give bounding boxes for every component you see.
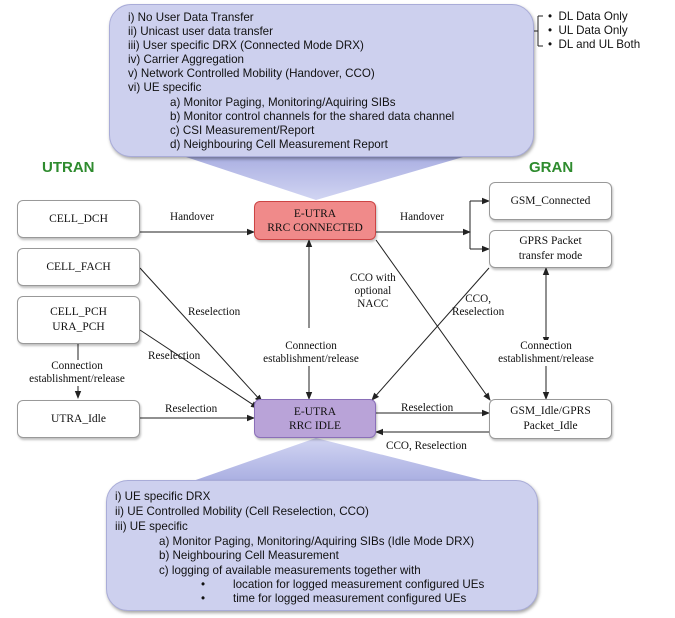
feature-line: vi) UE specific bbox=[128, 81, 202, 94]
feature-line: ii) UE Controlled Mobility (Cell Reselec… bbox=[115, 505, 369, 518]
unicast-option: • DL and UL Both bbox=[548, 38, 641, 51]
label-line: NACC bbox=[357, 298, 389, 310]
label-line: CCO, bbox=[465, 293, 491, 305]
state-label: Packet_Idle bbox=[523, 420, 578, 432]
feature-line: iv) Carrier Aggregation bbox=[128, 53, 244, 66]
label-line: Reselection bbox=[452, 306, 505, 318]
label-reselection-utra-idle: Reselection bbox=[165, 403, 218, 415]
idle-features-bubble: i) UE specific DRX ii) UE Controlled Mob… bbox=[106, 480, 538, 611]
state-gprs-packet-transfer: GPRS Packet transfer mode bbox=[489, 230, 612, 268]
unicast-option: • UL Data Only bbox=[548, 24, 628, 37]
state-label: URA_PCH bbox=[52, 321, 105, 333]
arrow-fach-reselection bbox=[139, 267, 263, 403]
label-reselection-gsm-idle: Reselection bbox=[401, 402, 454, 414]
label-line: optional bbox=[354, 285, 392, 297]
state-label: CELL_PCH bbox=[50, 306, 107, 318]
state-cell-fach: CELL_FACH bbox=[17, 248, 140, 286]
feature-line: i) No User Data Transfer bbox=[128, 11, 254, 24]
unicast-option: • DL Data Only bbox=[548, 10, 628, 23]
state-cell-dch: CELL_DCH bbox=[17, 200, 140, 238]
arrow-cco-reselection-gran bbox=[371, 267, 490, 401]
state-label: GPRS Packet bbox=[519, 235, 582, 247]
feature-line: iii) User specific DRX (Connected Mode D… bbox=[128, 39, 364, 52]
label-line: establishment/release bbox=[29, 373, 125, 385]
label-cco-nacc: CCO with optional NACC bbox=[350, 272, 396, 311]
label-line: establishment/release bbox=[263, 353, 359, 365]
feature-subline: d) Neighbouring Cell Measurement Report bbox=[170, 138, 388, 151]
state-label: CELL_DCH bbox=[49, 212, 108, 225]
label-cco-reselection-bottom: CCO, Reselection bbox=[386, 440, 467, 452]
label-connection-gran: Connection establishment/release bbox=[491, 340, 601, 366]
feature-subline: b) Monitor control channels for the shar… bbox=[170, 110, 455, 123]
label-connection-utran: Connection establishment/release bbox=[22, 360, 132, 386]
state-label: RRC IDLE bbox=[288, 419, 342, 432]
top-bubble-pointer bbox=[180, 155, 470, 200]
state-label: CELL_FACH bbox=[46, 260, 111, 273]
label-line: Connection bbox=[285, 340, 337, 352]
utran-label: UTRAN bbox=[42, 159, 95, 176]
state-label: E-UTRA bbox=[293, 207, 337, 220]
state-utra-idle: UTRA_Idle bbox=[17, 400, 140, 438]
bottom-bubble-pointer bbox=[190, 438, 490, 482]
label-handover-left: Handover bbox=[170, 211, 215, 223]
state-eutra-rrc-idle: E-UTRA RRC IDLE bbox=[254, 399, 376, 438]
label-handover-right: Handover bbox=[400, 211, 445, 223]
state-label: GSM_Connected bbox=[510, 194, 591, 207]
label-cco-reselection-gran: CCO, Reselection bbox=[452, 293, 504, 319]
feature-line: ii) Unicast user data transfer bbox=[128, 25, 273, 38]
state-label: GSM_Idle/GPRS bbox=[510, 405, 591, 417]
label-line: CCO with bbox=[350, 272, 396, 284]
feature-subline: b) Neighbouring Cell Measurement bbox=[159, 549, 339, 562]
label-reselection-fach: Reselection bbox=[188, 306, 241, 318]
arrow-pch-reselection bbox=[139, 329, 259, 409]
feature-subline: a) Monitor Paging, Monitoring/Aquiring S… bbox=[159, 535, 475, 548]
feature-subline: c) CSI Measurement/Report bbox=[170, 124, 315, 137]
label-line: establishment/release bbox=[498, 353, 594, 365]
state-label: transfer mode bbox=[518, 250, 583, 262]
feature-line: i) UE specific DRX bbox=[115, 490, 211, 503]
feature-line: v) Network Controlled Mobility (Handover… bbox=[128, 67, 375, 80]
state-label: E-UTRA bbox=[293, 405, 337, 418]
label-line: Connection bbox=[51, 360, 103, 372]
feature-line: iii) UE specific bbox=[115, 520, 188, 533]
state-label: UTRA_Idle bbox=[51, 412, 106, 425]
label-line: Connection bbox=[520, 340, 572, 352]
label-connection-center: Connection establishment/release bbox=[256, 340, 366, 366]
connected-features-bubble: i) No User Data Transfer ii) Unicast use… bbox=[109, 4, 534, 157]
state-gsm-idle-gprs: GSM_Idle/GPRS Packet_Idle bbox=[489, 399, 612, 439]
feature-subline: time for logged measurement configured U… bbox=[233, 592, 467, 605]
feature-subline: c) logging of available measurements tog… bbox=[159, 564, 421, 577]
feature-bullet: • bbox=[201, 578, 206, 591]
state-cell-pch: CELL_PCH URA_PCH bbox=[17, 296, 140, 344]
feature-bullet: • bbox=[201, 592, 206, 605]
state-eutra-rrc-connected: E-UTRA RRC CONNECTED bbox=[254, 201, 376, 240]
gran-label: GRAN bbox=[529, 159, 574, 176]
state-gsm-connected: GSM_Connected bbox=[489, 182, 612, 220]
label-reselection-pch: Reselection bbox=[148, 350, 201, 362]
arrow-cco-nacc bbox=[375, 239, 491, 401]
state-label: RRC CONNECTED bbox=[267, 221, 363, 234]
feature-subline: a) Monitor Paging, Monitoring/Aquiring S… bbox=[170, 96, 396, 109]
feature-subline: location for logged measurement configur… bbox=[233, 578, 485, 591]
